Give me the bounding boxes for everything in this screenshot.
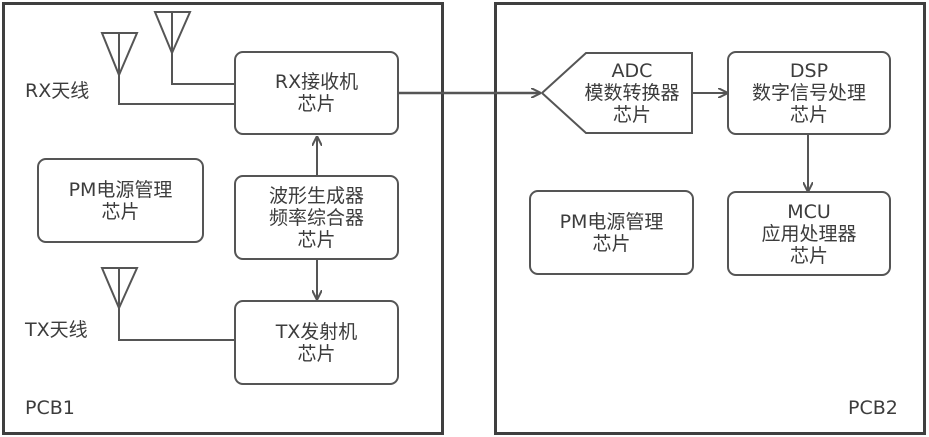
- mcu-chip-line1: MCU: [787, 200, 831, 223]
- pm-power-chip-pcb2[interactable]: PM电源管理 芯片: [529, 190, 694, 275]
- pm-chip-line1: PM电源管理: [68, 178, 173, 201]
- pcb1-board: [2, 2, 444, 435]
- mcu-chip-line2: 应用处理器: [761, 222, 857, 245]
- adc-chip-line2: 模数转换器: [584, 82, 680, 104]
- pcb1-label: PCB1: [25, 397, 75, 419]
- rx-antenna-icon-2: [100, 32, 236, 105]
- pm-chip-line2: 芯片: [101, 200, 140, 223]
- pm2-chip-line1: PM电源管理: [559, 210, 664, 233]
- adc-chip-line1: ADC: [611, 60, 653, 82]
- rx-receiver-chip[interactable]: RX接收机 芯片: [234, 51, 399, 135]
- dsp-chip[interactable]: DSP 数字信号处理 芯片: [727, 51, 891, 135]
- pm2-chip-line2: 芯片: [592, 232, 631, 255]
- waveform-synth-chip[interactable]: 波形生成器 频率综合器 芯片: [234, 175, 399, 260]
- mcu-chip[interactable]: MCU 应用处理器 芯片: [727, 191, 891, 276]
- rx-chip-line2: 芯片: [297, 93, 336, 115]
- adc-chip-line3: 芯片: [612, 104, 651, 126]
- pcb2-label: PCB2: [848, 397, 898, 419]
- dsp-chip-line2: 数字信号处理: [751, 82, 866, 104]
- tx-chip-line1: TX发射机: [275, 320, 358, 343]
- adc-chip[interactable]: ADC 模数转换器 芯片: [572, 53, 692, 133]
- tx-antenna-icon: [100, 267, 236, 341]
- pm-power-chip-pcb1[interactable]: PM电源管理 芯片: [37, 158, 204, 243]
- adc-shape: [540, 52, 693, 134]
- synth-chip-line1: 波形生成器: [268, 184, 364, 207]
- tx-chip-line2: 芯片: [297, 342, 336, 365]
- synth-chip-line3: 芯片: [297, 228, 336, 251]
- dsp-chip-line1: DSP: [789, 60, 829, 82]
- synth-chip-line2: 频率综合器: [268, 206, 364, 229]
- tx-transmitter-chip[interactable]: TX发射机 芯片: [234, 300, 399, 385]
- rx-antenna-label: RX天线: [25, 80, 90, 102]
- rx-chip-line1: RX接收机: [274, 71, 359, 93]
- tx-antenna-label: TX天线: [25, 319, 88, 341]
- dsp-chip-line3: 芯片: [789, 104, 828, 126]
- pcb2-board: [494, 2, 926, 435]
- rx-antenna-icon-1: [153, 11, 236, 85]
- mcu-chip-line3: 芯片: [789, 244, 828, 267]
